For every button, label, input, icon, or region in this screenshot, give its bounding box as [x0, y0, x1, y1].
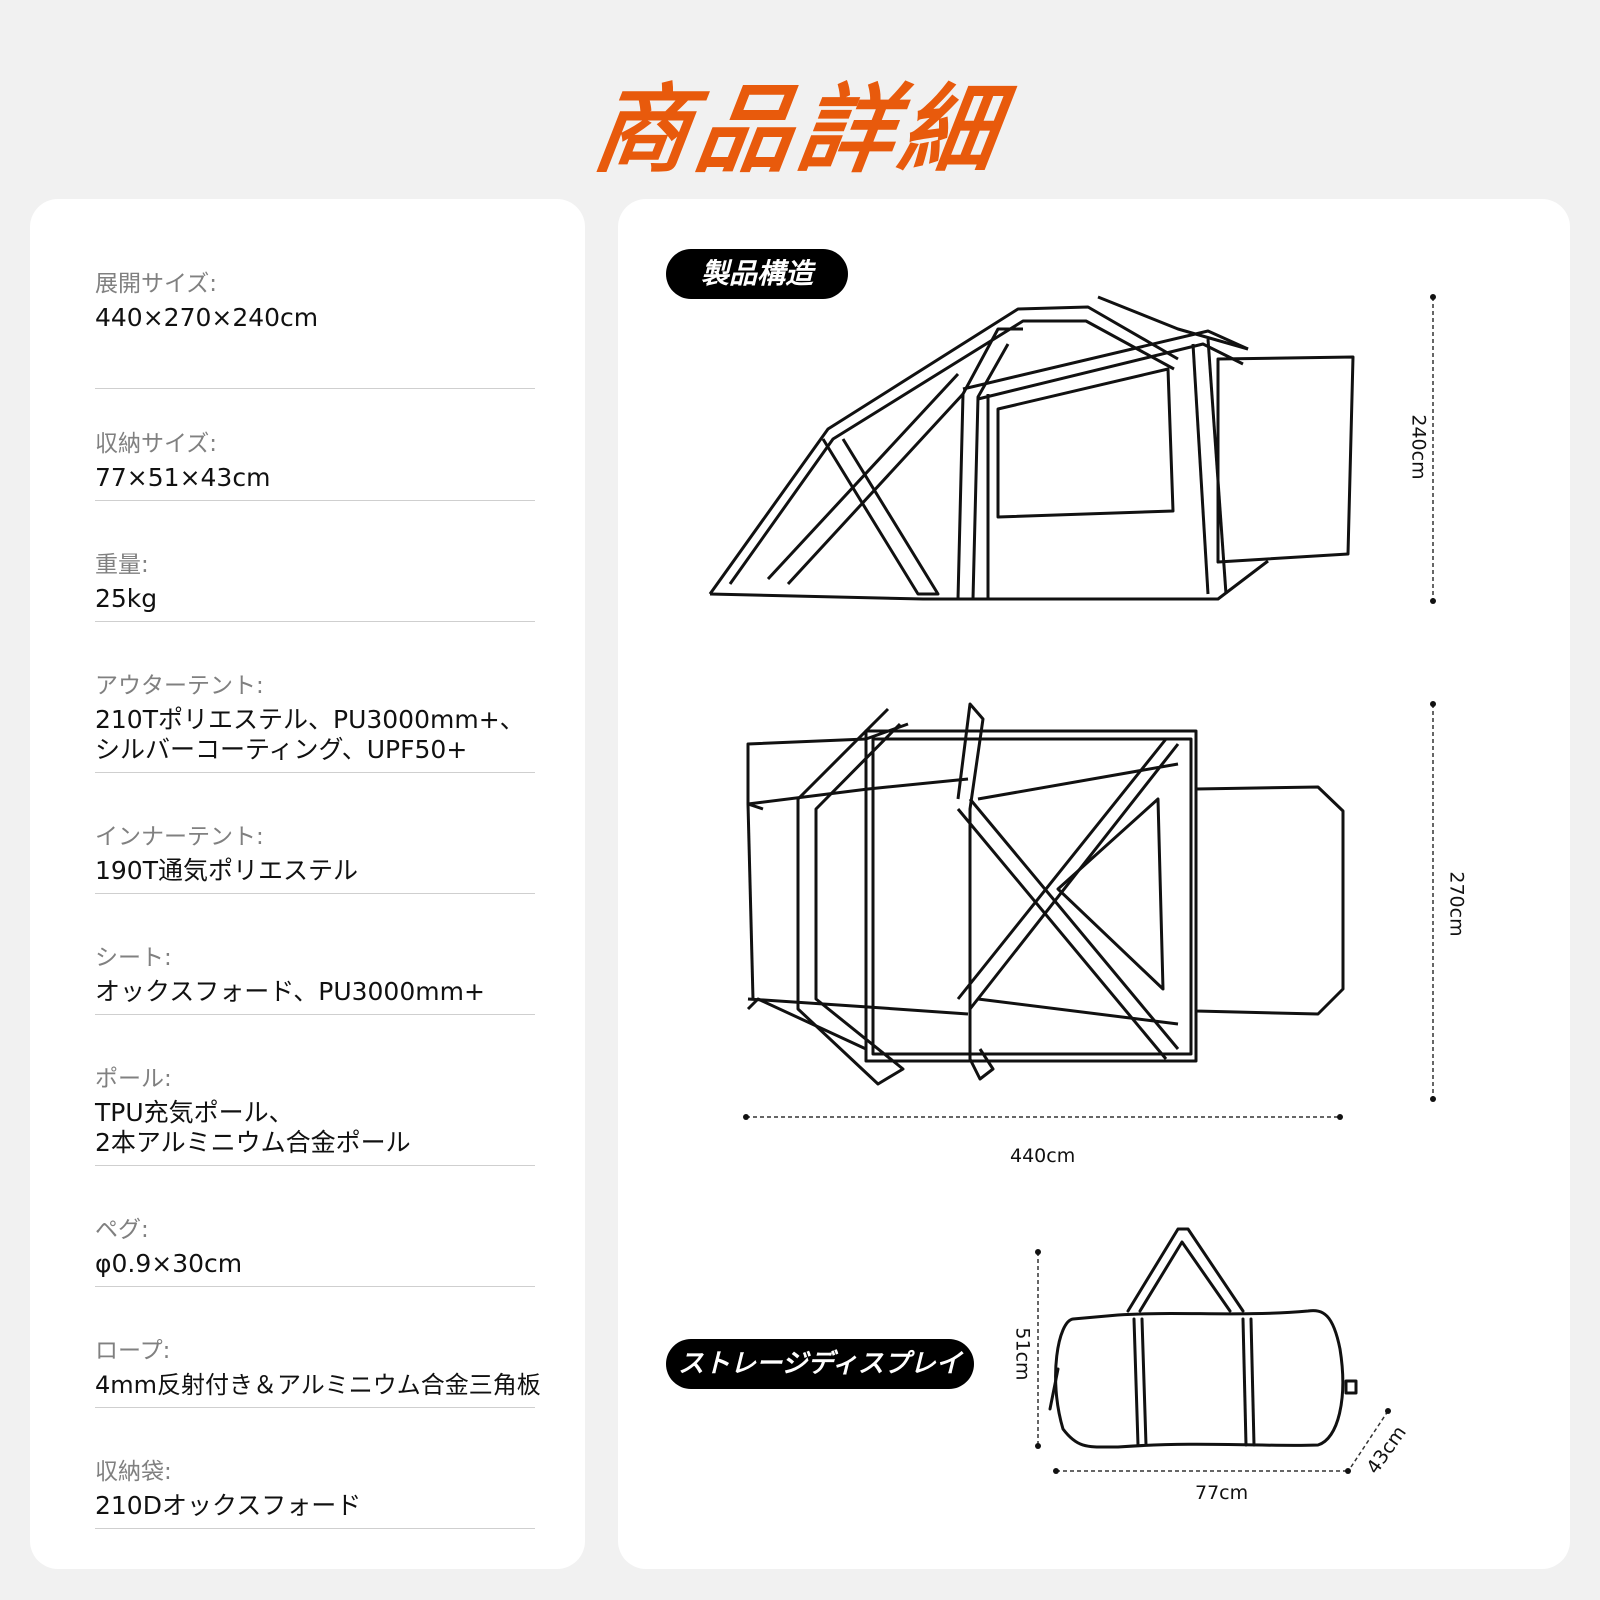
spec-item-storage-bag: 収納袋: 210Dオックスフォード	[95, 1457, 535, 1529]
spec-label: シート:	[95, 945, 172, 971]
product-structure-badge: 製品構造	[666, 249, 848, 299]
spec-list: 展開サイズ: 440×270×240cm 収納サイズ: 77×51×43cm 重…	[95, 269, 541, 1529]
spec-value: TPU充気ポール、 2本アルミニウム合金ポール	[95, 1098, 411, 1157]
spec-item-deployed-size: 展開サイズ: 440×270×240cm	[95, 269, 535, 389]
spec-label: インナーテント:	[95, 824, 264, 850]
spec-label: 収納袋:	[95, 1459, 172, 1485]
spec-item-peg: ペグ: φ0.9×30cm	[95, 1215, 535, 1287]
page-title: 商品詳細	[586, 74, 1011, 186]
tent-width-dimension: 270cm	[1445, 871, 1468, 937]
spec-label: ポール:	[95, 1066, 172, 1092]
spec-value: φ0.9×30cm	[95, 1249, 243, 1278]
spec-value: 210Dオックスフォード	[95, 1491, 362, 1520]
spec-label: 収納サイズ:	[95, 431, 218, 457]
spec-label: ロープ:	[95, 1338, 171, 1364]
spec-item-rope: ロープ: 4mm反射付き＆アルミニウム合金三角板	[95, 1336, 541, 1408]
spec-item-sheet: シート: オックスフォード、PU3000mm+	[95, 943, 535, 1015]
spec-item-inner-tent: インナーテント: 190T通気ポリエステル	[95, 822, 535, 894]
spec-value: 4mm反射付き＆アルミニウム合金三角板	[95, 1371, 541, 1399]
spec-label: 重量:	[95, 552, 149, 578]
spec-label: ペグ:	[95, 1217, 149, 1243]
spec-item-weight: 重量: 25kg	[95, 550, 535, 622]
spec-card: 展開サイズ: 440×270×240cm 収納サイズ: 77×51×43cm 重…	[30, 199, 585, 1569]
storage-display-badge: ストレージディスプレイ	[666, 1339, 974, 1389]
bag-length-dimension: 77cm	[1195, 1482, 1249, 1504]
spec-item-pole: ポール: TPU充気ポール、 2本アルミニウム合金ポール	[95, 1064, 535, 1166]
spec-label: アウターテント:	[95, 673, 264, 699]
tent-length-dimension: 440cm	[1010, 1145, 1076, 1167]
spec-value: 190T通気ポリエステル	[95, 856, 358, 885]
spec-item-storage-size: 収納サイズ: 77×51×43cm	[95, 429, 535, 501]
spec-value: 25kg	[95, 584, 158, 613]
spec-value: 77×51×43cm	[95, 463, 271, 492]
spec-value: 210Tポリエステル、PU3000mm+、 シルバーコーティング、UPF50+	[95, 705, 525, 764]
spec-label: 展開サイズ:	[95, 271, 218, 297]
diagram-card: 製品構造	[618, 199, 1570, 1569]
spec-value: オックスフォード、PU3000mm+	[95, 977, 485, 1006]
bag-height-dimension: 51cm	[1011, 1327, 1034, 1381]
spec-value: 440×270×240cm	[95, 303, 319, 332]
tent-height-dimension: 240cm	[1407, 414, 1430, 480]
tent-side-view-illustration	[708, 294, 1436, 1474]
spec-item-outer-tent: アウターテント: 210Tポリエステル、PU3000mm+、 シルバーコーティン…	[95, 671, 535, 773]
